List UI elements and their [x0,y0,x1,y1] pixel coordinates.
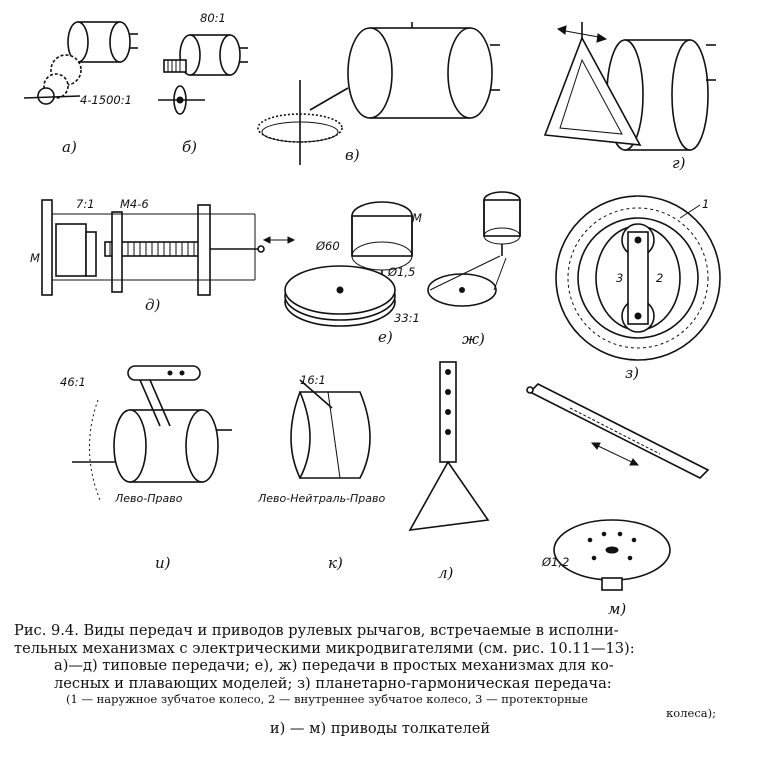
panel-z: 1 2 3 з) [555,195,721,382]
rack-arrow-m [590,442,640,466]
label-g: г) [672,154,686,172]
motor-e [351,201,413,280]
num-2-z: 2 [656,271,663,285]
ratio-e: 33:1 [394,311,420,325]
text-i: Лево-Право [114,492,183,505]
panel-i: 46:1 Лево-Право и) [60,365,232,572]
mechanisms-figure: 4-1500:1 а) 80:1 б) [23,11,721,618]
swing-arrow-g [556,25,608,43]
label-a: а) [62,138,77,156]
crank-lever-i [127,365,201,427]
label-k: к) [328,554,343,572]
label-l: л) [438,564,454,582]
ratio-k: 16:1 [300,373,326,387]
sector-lever-g [543,22,642,146]
panel-k: 16:1 Лево-Нейтраль-Право к) [257,373,386,572]
ratio-b: 80:1 [200,11,226,25]
label-m: м) [608,600,626,618]
panel-m: Ø1,2 м) [526,383,710,618]
gear-train-a [23,54,82,105]
pulley-e: Ø1,5 [387,265,415,279]
push-arrow-d [262,236,296,244]
panel-zh: ж) [427,191,521,348]
panel-b: 80:1 б) [158,11,248,156]
motor-label-d: М [30,251,40,265]
num-1-z: 1 [702,197,709,211]
crown-gear-v [257,80,343,165]
rack-m [526,383,710,479]
motor-label-e: М [412,211,422,225]
caption-line-3: а)—д) типовые передачи; е), ж) передачи … [54,657,614,674]
label-d: д) [145,296,161,314]
ratio-i: 46:1 [60,375,86,389]
panel-g: г) [543,22,716,172]
thread-d: М4-6 [120,197,149,211]
panel-d: 7:1 М4-6 М д) [30,197,296,314]
figure-caption: Рис. 9.4. Виды передач и приводов рулевы… [14,622,746,738]
ratio-d: 7:1 [76,197,95,211]
caption-line-4: лесных и плавающих моделей; з) планетарн… [54,674,612,692]
panel-v: в) [257,22,500,165]
label-i: и) [155,554,171,572]
worm-wheel-b [158,85,205,115]
ratio-a: 4-1500:1 [80,93,132,107]
panel-e: М Ø60 Ø1,5 33:1 е) [284,201,422,346]
caption-line-5: (1 — наружное зубчатое колесо, 2 — внутр… [66,692,588,706]
label-e: е) [378,328,393,346]
diam-m: Ø1,2 [541,555,569,569]
motor-a [67,21,138,63]
text-k: Лево-Нейтраль-Право [257,492,386,505]
disc-m [553,519,671,591]
big-pulley-e [284,265,396,327]
worm-b [163,59,187,73]
label-zh: ж) [462,330,485,348]
caption-line-7: и) — м) приводы толкателей [269,720,491,737]
label-v: в) [345,146,360,164]
panel-a: 4-1500:1 а) [23,21,138,156]
num-3-z: 3 [616,271,623,285]
caption-line-2: тельных механизмах с электрическими микр… [14,639,635,657]
label-z: з) [625,364,639,382]
label-b: б) [182,138,197,156]
caption-line-1: Рис. 9.4. Виды передач и приводов рулевы… [14,622,619,639]
diam-e: Ø60 [315,239,340,253]
panel-l: л) [408,361,490,582]
caption-line-6: колеса); [666,706,716,720]
